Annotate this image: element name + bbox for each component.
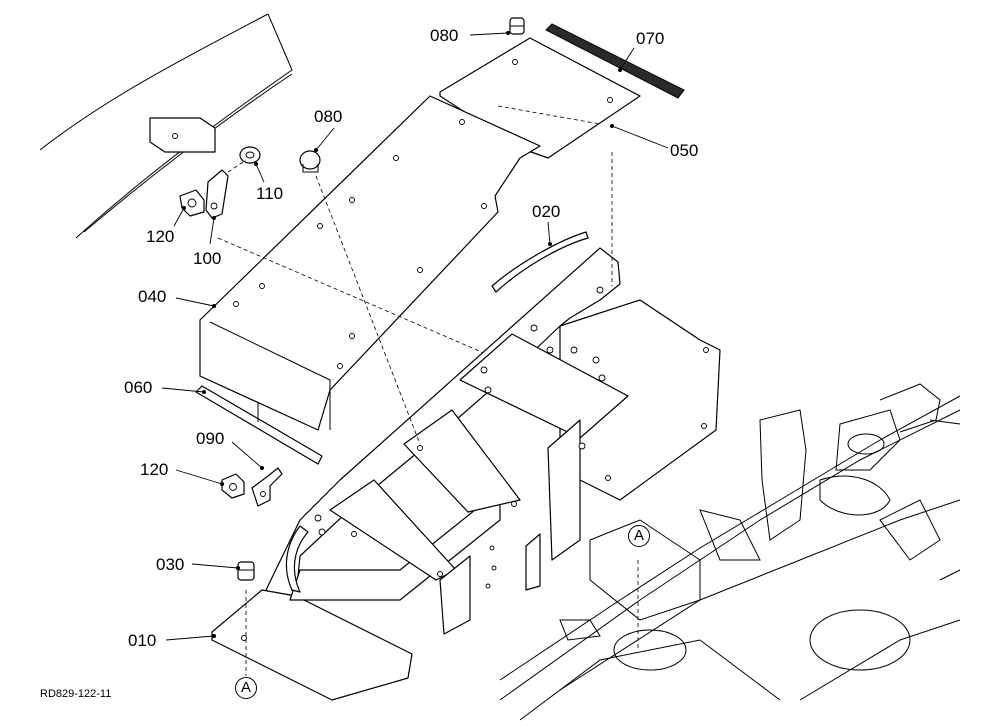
leader-lines <box>161 31 669 641</box>
reference-mark-a-bottom: A <box>235 677 257 699</box>
cap-030 <box>237 561 255 581</box>
clip-110 <box>239 146 261 164</box>
callout-050: 050 <box>670 141 699 160</box>
callout-040: 040 <box>138 287 167 306</box>
callout-100: 100 <box>193 249 222 268</box>
callout-120-low: 120 <box>140 460 169 479</box>
reference-mark-a-frame: A <box>628 525 650 547</box>
callout-030: 030 <box>156 555 185 574</box>
bolt-120-low <box>221 473 245 499</box>
callout-060: 060 <box>124 378 153 397</box>
cap-080-top <box>509 17 525 35</box>
chassis-frame <box>499 383 961 721</box>
drawing-code: RD829-122-11 <box>40 688 112 700</box>
callout-070: 070 <box>636 29 665 48</box>
seal-020 <box>491 231 589 293</box>
bolt-120-top <box>179 189 205 217</box>
cover-040 <box>199 95 541 431</box>
callout-010: 010 <box>128 631 157 650</box>
bracket-090 <box>251 467 283 507</box>
floor-panel-010 <box>211 247 721 701</box>
callout-120-top: 120 <box>146 227 175 246</box>
bracket-100 <box>149 117 229 219</box>
callout-020: 020 <box>532 202 561 221</box>
cap-080-mid <box>299 150 321 173</box>
rubber-strip-070 <box>545 23 685 99</box>
callout-090: 090 <box>196 429 225 448</box>
rubber-strip-060 <box>195 385 323 465</box>
alignment-lines <box>227 152 639 676</box>
callout-080-top: 080 <box>430 26 459 45</box>
rail-bolts <box>314 324 606 536</box>
callout-080-mid: 080 <box>314 107 343 126</box>
callout-110: 110 <box>256 184 284 203</box>
